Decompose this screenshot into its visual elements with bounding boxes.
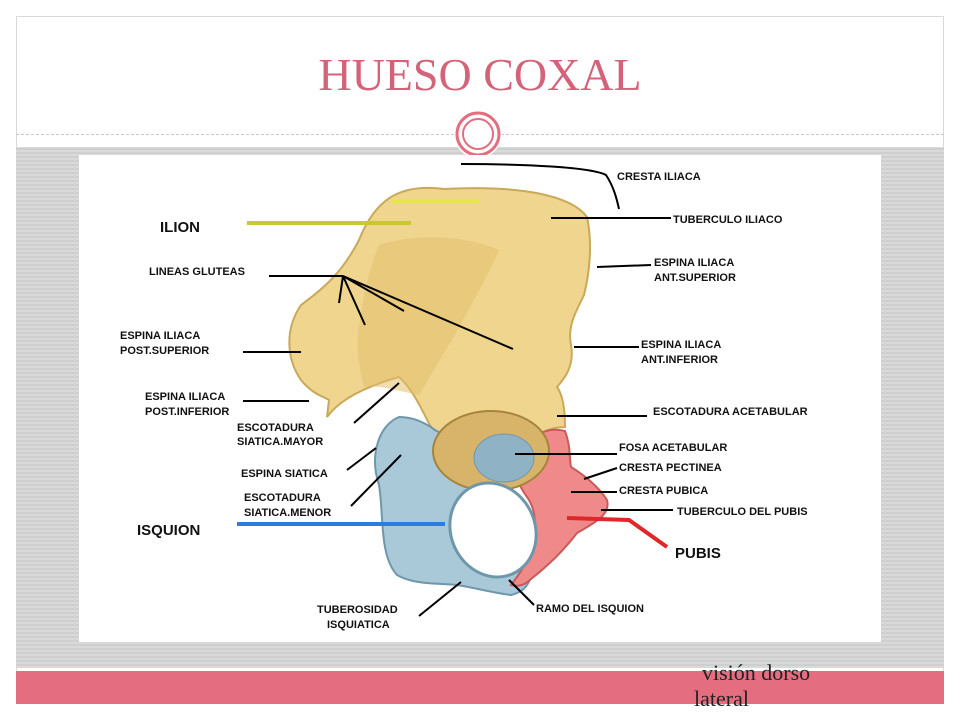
acetabular-fossa: [473, 433, 535, 483]
label-espina-ant-sup-2: ANT.SUPERIOR: [654, 272, 736, 284]
label-espina-ant-inf-1: ESPINA ILIACA: [641, 339, 721, 351]
label-escotadura-mayor-1: ESCOTADURA: [237, 422, 314, 434]
label-escotadura-menor-1: ESCOTADURA: [244, 492, 321, 504]
label-lineas-gluteas: LINEAS GLUTEAS: [149, 266, 245, 278]
label-tuberosidad-1: TUBEROSIDAD: [317, 604, 398, 616]
label-espina-post-sup-2: POST.SUPERIOR: [120, 345, 209, 357]
label-cresta-iliaca: CRESTA ILIACA: [617, 171, 701, 183]
label-espina-post-sup-1: ESPINA ILIACA: [120, 330, 200, 342]
leader-escotadura-menor: [350, 454, 402, 507]
hip-bone-diagram: ILION ISQUION PUBIS CRESTA ILIACA TUBERC…: [120, 163, 808, 631]
leader-lines: [243, 163, 673, 617]
leader-tuberosidad: [418, 581, 462, 617]
diagram-panel: ILION ISQUION PUBIS CRESTA ILIACA TUBERC…: [79, 155, 881, 642]
obturator-foramen: [448, 481, 538, 579]
leader-cresta-pectinea: [583, 467, 618, 480]
label-espina-ant-sup-1: ESPINA ILIACA: [654, 257, 734, 269]
label-isquion: ISQUION: [137, 522, 200, 539]
leader-espina-ant-sup: [596, 264, 652, 268]
leader-cresta-iliaca: [460, 163, 620, 210]
label-ilion: ILION: [160, 219, 200, 236]
leader-lineas-gluteas-d: [342, 275, 514, 350]
ring-ornament-icon: [454, 110, 502, 158]
leader-lineas-gluteas-b: [342, 275, 366, 326]
label-cresta-pectinea: CRESTA PECTINEA: [619, 462, 722, 474]
label-espina-ant-inf-2: ANT.INFERIOR: [641, 354, 718, 366]
label-escotadura-acetabular: ESCOTADURA ACETABULAR: [653, 406, 808, 418]
label-tuberculo-pubis: TUBERCULO DEL PUBIS: [677, 506, 808, 518]
label-fosa-acetabular: FOSA ACETABULAR: [619, 442, 727, 454]
label-tuberculo-iliaco: TUBERCULO ILIACO: [673, 214, 783, 226]
label-espina-post-inf-2: POST.INFERIOR: [145, 406, 229, 418]
label-escotadura-mayor-2: SIATICA.MAYOR: [237, 436, 323, 448]
ilion-shading: [357, 237, 499, 395]
leader-ramo-isquion: [508, 579, 535, 606]
leader-lineas-gluteas-c: [342, 275, 405, 312]
leader-espina-siatica: [346, 447, 377, 471]
hip-bone-illustration: [288, 186, 609, 597]
label-escotadura-menor-2: SIATICA.MENOR: [244, 507, 331, 519]
slide-title: HUESO COXAL: [318, 49, 642, 100]
label-espina-siatica: ESPINA SIATICA: [241, 468, 328, 480]
leader-lineas-gluteas-a: [338, 275, 344, 304]
label-cresta-pubica: CRESTA PUBICA: [619, 485, 708, 497]
label-espina-post-inf-1: ESPINA ILIACA: [145, 391, 225, 403]
label-tuberosidad-2: ISQUIATICA: [327, 619, 390, 631]
label-pubis: PUBIS: [675, 545, 721, 562]
leader-escotadura-mayor: [353, 382, 400, 424]
label-ramo-isquion: RAMO DEL ISQUION: [536, 603, 644, 615]
bottom-band: [16, 671, 944, 704]
slide-caption: visión dorso lateral: [694, 660, 811, 711]
pubis-marker-line: [566, 516, 669, 549]
